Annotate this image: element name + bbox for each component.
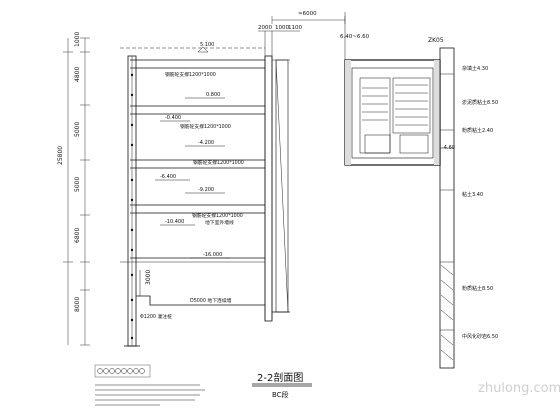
left-dim-2: 4800 [74,67,81,82]
top-dim-4: 1100 [288,25,302,31]
left-dim-5: 6800 [74,228,81,243]
watermark: zhulong.com [478,381,560,396]
level-2: 0.800 [206,92,220,98]
level-8: -16.000 [203,252,222,258]
stair-treads [362,84,428,126]
pile-hatching [130,73,134,340]
notes-block [94,364,205,406]
borehole-hatch [440,264,454,361]
top-dim-2: 2000 [258,25,272,31]
left-dim-3: 5000 [74,122,81,137]
beam-label-3: 钢筋砼支撑1200*1000 [193,159,244,166]
top-dim-1: ≈6000 [298,11,317,17]
title-block: 2-2剖面图 BC段 [252,371,312,399]
level-6: -9.200 [198,187,214,193]
level-1: 5.100 [200,42,214,48]
pile-plan-circles [97,368,145,374]
beam-labels: 钢筋砼支撑1200*1000 钢筋砼支撑1200*1000 钢筋砼支撑1200*… [140,71,244,320]
shaft-detail [344,59,441,166]
borehole-id: ZK05 [428,37,444,44]
borehole-column: ZK05 杂填土4.30 淤泥质粘土8.50 粉质粘土2.40 粘土3.40 粉… [428,37,498,369]
drawing-subtitle: BC段 [272,390,289,399]
left-dimension-chain: 1000 4800 5000 5000 6800 3000 25800 8000 [57,32,152,346]
soil-layer-1: 杂填土4.30 [462,65,488,72]
left-dim-4: 5000 [74,177,81,192]
soil-layer-5: 粉质粘土8.50 [462,285,493,292]
top-elevation: 6.40~6.60 [340,34,370,40]
soil-layer-6: 中风化砂岩6.50 [462,333,498,340]
level-4: -4.200 [198,140,214,146]
level-7: -10.400 [165,219,184,225]
soil-layer-2: 淤泥质粘土8.50 [462,99,498,106]
beam-label-1: 钢筋砼支撑1200*1000 [165,71,216,78]
beam-label-4: 钢筋砼支撑1200*1000 [192,212,243,219]
bottom-dim: 8000 [74,297,81,312]
level-markers: 5.100 0.800 -0.400 -4.200 -6.400 -9.200 … [155,42,230,259]
soil-layer-4: 粘土3.40 [462,191,483,198]
left-dim-6: 3000 [145,270,152,285]
level-3: -0.400 [165,115,181,121]
bottom-note: 地下室外墙线 [205,219,234,226]
pile-note: Φ1200 灌注桩 [140,313,172,320]
beam-label-2: 钢筋砼支撑1200*1000 [180,123,231,130]
soil-elevation: -4.60 [442,145,455,151]
top-dim-3: 1000 [275,25,289,31]
level-5: -6.400 [160,174,176,180]
soil-layer-3: 粉质粘土2.40 [462,127,493,134]
wall-note: D5000 地下连续墙 [190,297,232,304]
left-dim-total: 25800 [57,146,64,165]
drawing-title: 2-2剖面图 [257,371,303,384]
left-dim-1: 1000 [74,32,81,47]
